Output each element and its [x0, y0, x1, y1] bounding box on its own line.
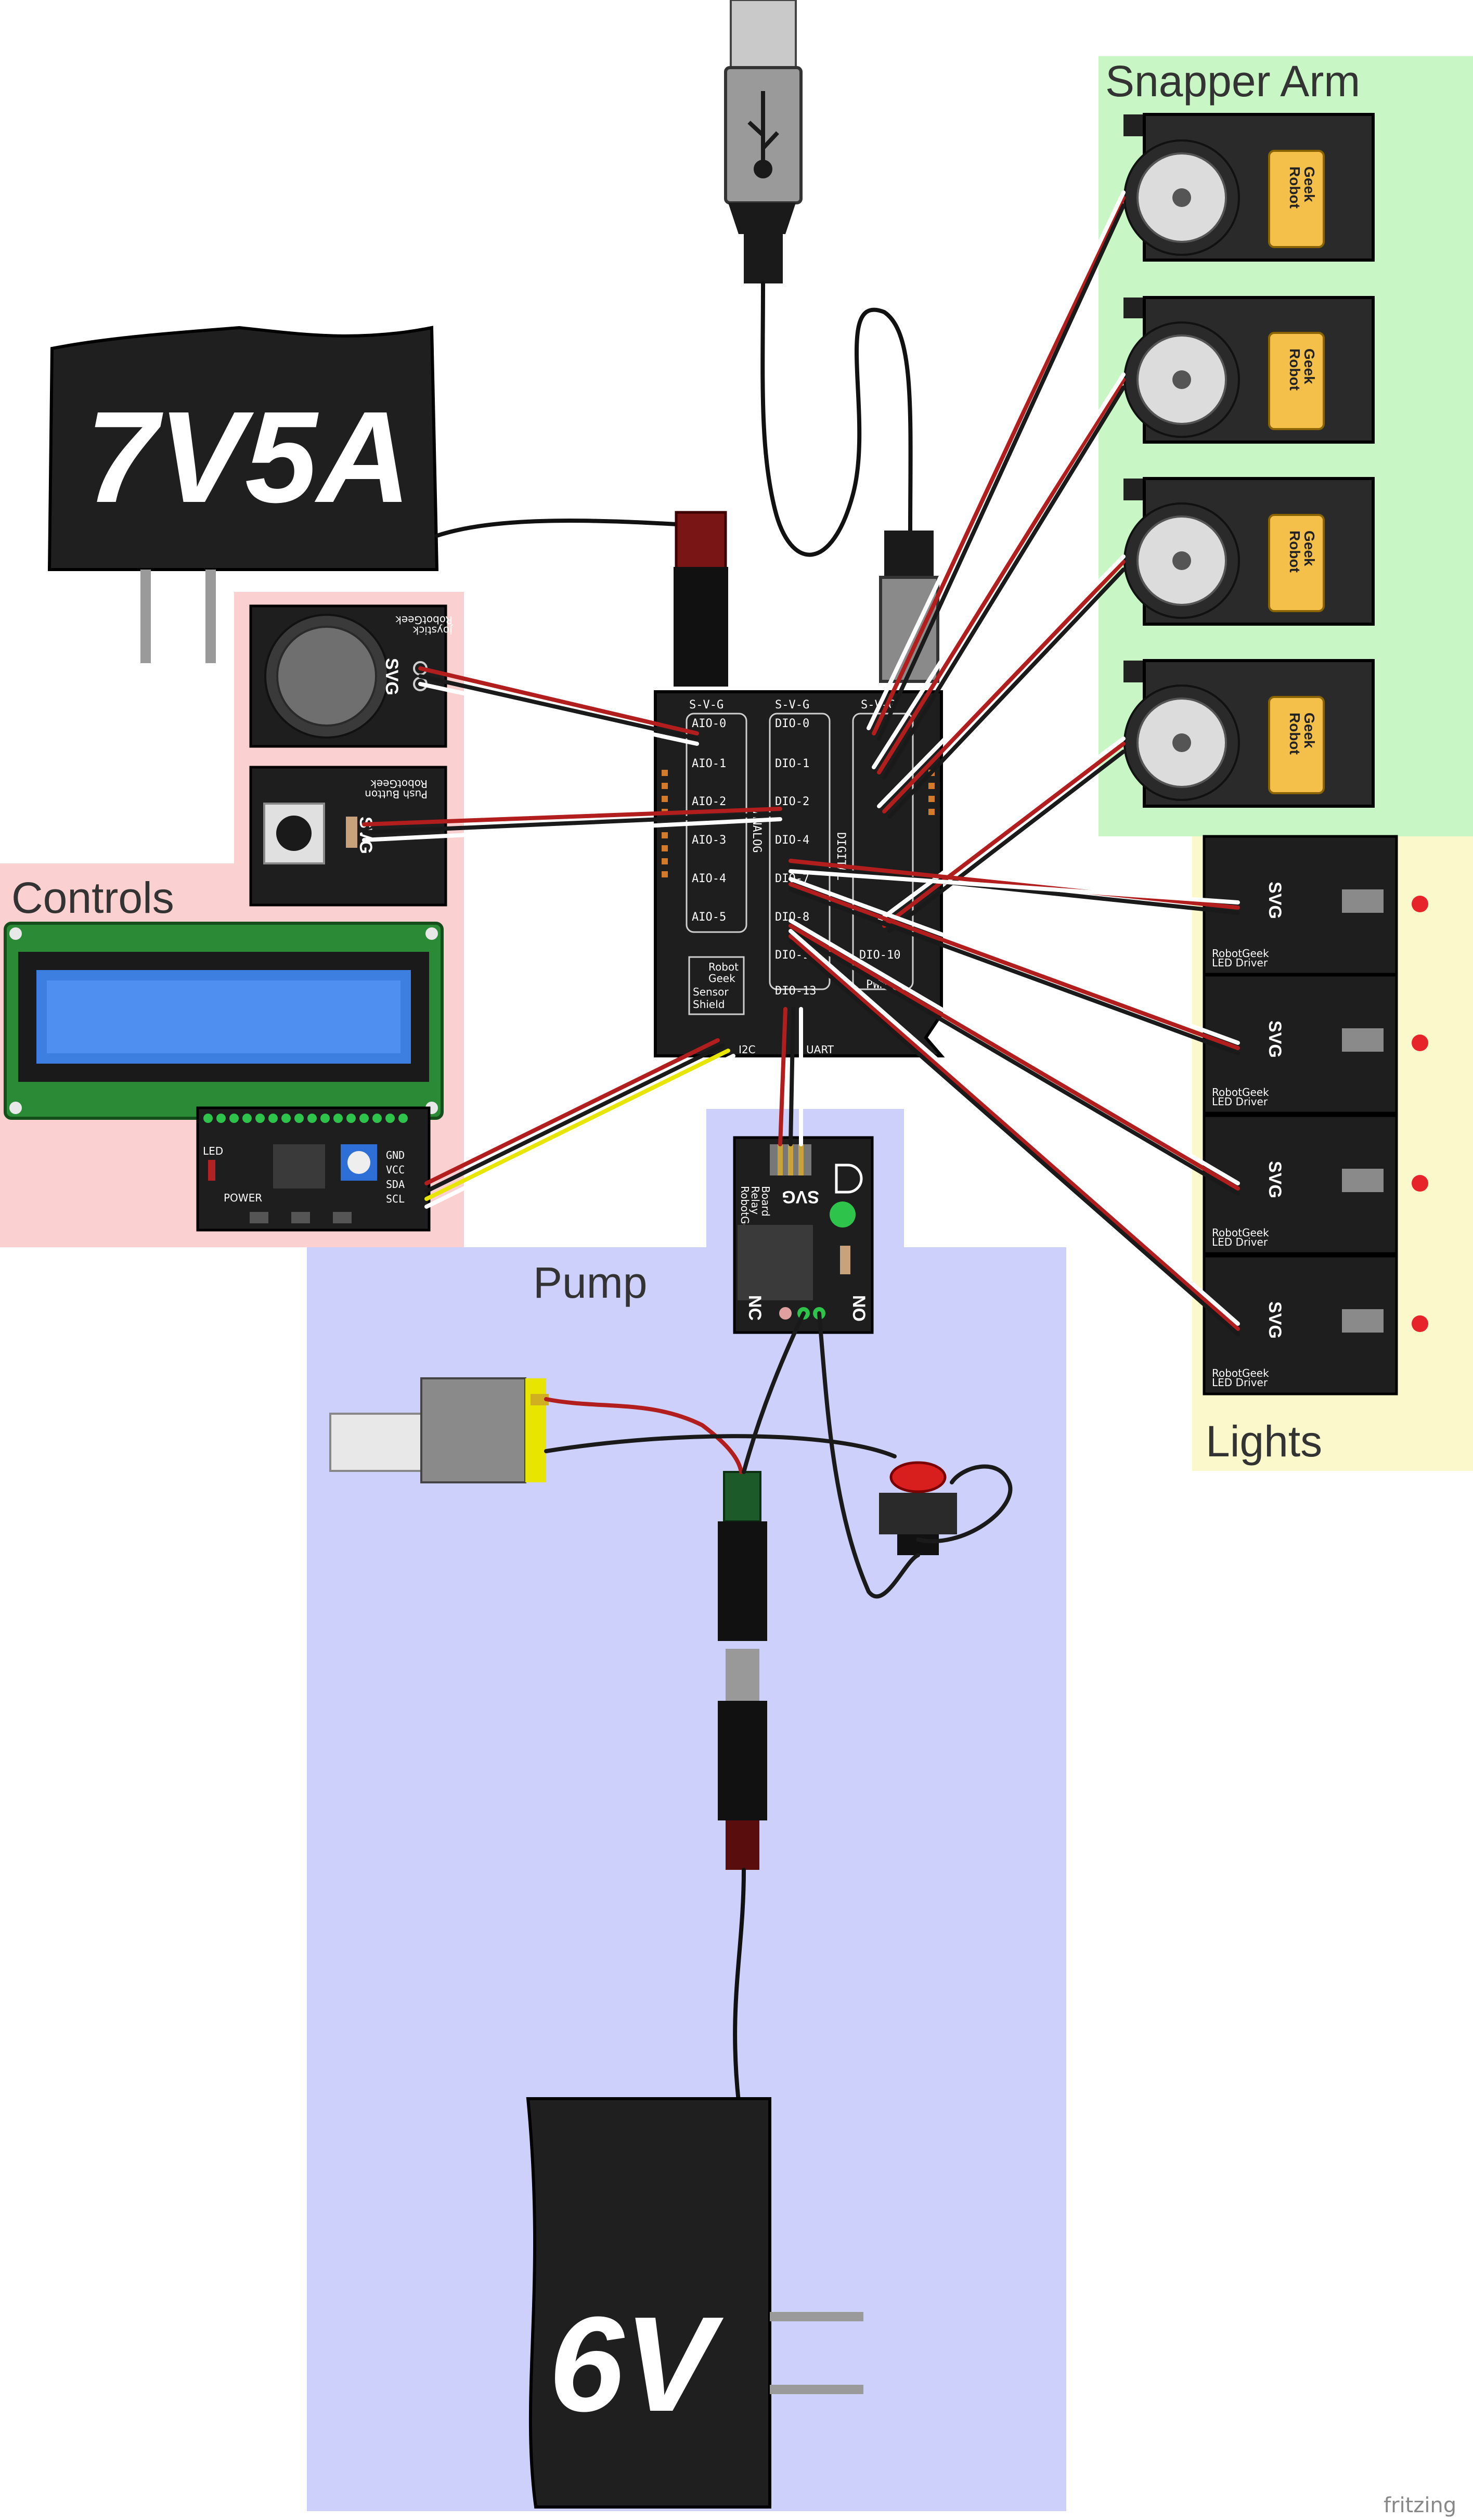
led-driver-4-label-line2: LED Driver [1212, 1376, 1268, 1389]
led-driver-1-pin-label: SVG [1265, 882, 1285, 919]
fritzing-watermark: fritzing [1384, 2493, 1456, 2517]
lcd-power-label: POWER [224, 1192, 262, 1204]
led-driver-2-label-line2: LED Driver [1212, 1095, 1268, 1108]
pump-label: Pump [533, 1258, 647, 1307]
lcd-display [4, 922, 444, 1120]
servo-4-badge-line1: Robot [1287, 713, 1303, 755]
push-button-label-line2: Push Button [365, 788, 428, 800]
led-driver-1-label-line2: LED Driver [1212, 957, 1268, 969]
svg-text:S-V-G: S-V-G [689, 699, 723, 712]
relay-label-line3: Board [759, 1186, 772, 1217]
servo-3-badge-line2: Geek [1301, 531, 1317, 566]
push-button-label-line1: RobotGeek [370, 778, 428, 790]
led-driver-2-label-line1: RobotGeek [1212, 1086, 1269, 1099]
svg-text:AIO-3: AIO-3 [692, 834, 726, 847]
power-supply-6v-label: 6V [549, 2289, 726, 2440]
joystick-module: RobotGeek Joystick SVG [249, 604, 454, 748]
shield-name-line1: Sensor [693, 986, 729, 998]
servo-2-badge-line2: Geek [1301, 348, 1317, 384]
led-driver-3-pin-label: SVG [1265, 1161, 1285, 1198]
relay-board: SVG RobotGeek Relay Board NC NO [733, 1136, 874, 1334]
svg-text:DIO-13: DIO-13 [775, 985, 816, 998]
svg-text:DIO-0: DIO-0 [775, 717, 809, 730]
led-driver-3: SVG RobotGeek LED Driver [1203, 1114, 1428, 1255]
svg-text:AIO-4: AIO-4 [692, 872, 726, 885]
shield-logo-line2: Geek [708, 972, 735, 985]
shield-name-line2: Shield [693, 998, 725, 1011]
servo-2: Robot Geek [1123, 296, 1375, 444]
led-driver-2-pin-label: SVG [1265, 1020, 1285, 1058]
controls-label: Controls [11, 873, 174, 922]
relay-nc-label: NC [745, 1295, 765, 1321]
servo-4-badge-line2: Geek [1301, 713, 1317, 748]
lcd-pin-vcc: VCC [386, 1164, 405, 1176]
servo-1-badge-line1: Robot [1287, 166, 1303, 209]
power-supply-7v5a: 7V5A [47, 326, 728, 687]
power-supply-6v: 6V [526, 1868, 863, 2509]
led-driver-4-label-line1: RobotGeek [1212, 1367, 1269, 1379]
wires [362, 190, 1240, 1599]
power-supply-7v5a-label: 7V5A [86, 384, 411, 529]
i2c-label: I2C [739, 1043, 756, 1056]
led-driver-4-pin-label: SVG [1265, 1301, 1285, 1339]
joystick-pin-label: SVG [382, 658, 402, 695]
led-driver-3-label-line1: RobotGeek [1212, 1226, 1269, 1239]
servo-2-badge-line1: Robot [1287, 348, 1303, 391]
relay-no-label: NO [849, 1295, 869, 1322]
lcd-i2c-backpack: GND VCC SDA SCL LED POWER [196, 1106, 431, 1232]
svg-text:AIO-5: AIO-5 [692, 911, 726, 924]
shield-header-labels: S-V-G S-V-G S-V-G [689, 699, 895, 712]
analog-pin-labels: AIO-0 AIO-1 AIO-2 AIO-3 AIO-4 AIO-5 [692, 717, 726, 924]
shield-logo-line1: Robot [708, 961, 739, 973]
svg-text:AIO-0: AIO-0 [692, 717, 726, 730]
analog-side-label: ANALOG [750, 811, 763, 852]
usb-symbol-icon [747, 91, 779, 178]
lcd-pin-sda: SDA [386, 1178, 405, 1191]
pump-motor [329, 1377, 549, 1483]
svg-text:DIO-10: DIO-10 [859, 949, 900, 962]
led-driver-1-label-line1: RobotGeek [1212, 947, 1269, 960]
svg-text:AIO-2: AIO-2 [692, 795, 726, 808]
lcd-pin-gnd: GND [386, 1149, 405, 1161]
servo-3-badge-line1: Robot [1287, 531, 1303, 573]
lcd-pin-scl: SCL [386, 1193, 405, 1205]
servo-1-badge-line2: Geek [1301, 166, 1317, 202]
lights-label: Lights [1206, 1417, 1322, 1466]
pump-barrel-connector [718, 1471, 767, 1870]
joystick-label-line2: Joystick [412, 624, 454, 637]
servo-4: Robot Geek [1123, 659, 1375, 808]
usb-cable [724, 0, 939, 683]
led-driver-1: SVG RobotGeek LED Driver [1203, 835, 1428, 976]
relay-pin-label: SVG [782, 1187, 819, 1207]
svg-text:DIO-1: DIO-1 [775, 757, 809, 770]
relay-label-line2: Relay [749, 1186, 761, 1214]
svg-text:S-V-G: S-V-G [775, 699, 809, 712]
uart-label: UART [806, 1043, 834, 1056]
servo-3: Robot Geek [1123, 477, 1375, 626]
lcd-led-label: LED [203, 1145, 223, 1157]
led-driver-3-label-line2: LED Driver [1212, 1236, 1268, 1248]
svg-text:DIO-4: DIO-4 [775, 834, 809, 847]
svg-text:DIO-2: DIO-2 [775, 795, 809, 808]
svg-text:AIO-1: AIO-1 [692, 757, 726, 770]
joystick-label-line1: RobotGeek [395, 614, 453, 626]
servo-1: Robot Geek [1123, 113, 1375, 262]
snapper-arm-label: Snapper Arm [1105, 57, 1360, 106]
